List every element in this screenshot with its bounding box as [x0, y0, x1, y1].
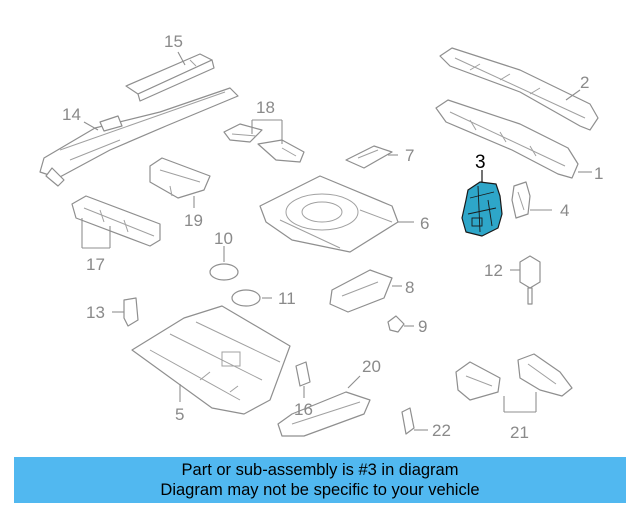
- callout-2: 2: [580, 73, 589, 92]
- banner-line-2: Diagram may not be specific to your vehi…: [160, 481, 480, 499]
- callout-22: 22: [432, 421, 451, 440]
- part-16: [295, 361, 311, 398]
- callout-1: 1: [594, 164, 603, 183]
- part-1: [435, 99, 592, 179]
- callout-13: 13: [86, 303, 105, 322]
- callout-10: 10: [214, 229, 233, 248]
- callout-18: 18: [256, 98, 275, 117]
- banner-line-1: Part or sub-assembly is #3 in diagram: [181, 461, 459, 479]
- callout-21: 21: [510, 423, 529, 442]
- part-20: [277, 375, 371, 437]
- part-15: [125, 51, 215, 102]
- part-19: [149, 157, 211, 208]
- part-21: [455, 353, 573, 413]
- part-14: [39, 87, 239, 187]
- callout-5: 5: [175, 405, 184, 424]
- callout-14: 14: [62, 105, 81, 124]
- callout-4: 4: [560, 201, 569, 220]
- part-8: [329, 269, 402, 313]
- part-9: [387, 315, 414, 333]
- part-6: [259, 175, 414, 253]
- callout-16: 16: [294, 400, 313, 419]
- callout-8: 8: [405, 278, 414, 297]
- part-5: [131, 305, 291, 415]
- callout-15: 15: [164, 32, 183, 51]
- callout-19: 19: [184, 211, 203, 230]
- part-22: [401, 407, 428, 435]
- part-17: [71, 195, 161, 249]
- callout-6: 6: [420, 214, 429, 233]
- callout-20: 20: [362, 357, 381, 376]
- part-13: [112, 297, 139, 327]
- part-12: [510, 255, 541, 305]
- parts-diagram: 1 2 3 4 5 6 7 8 9 10 11 12 13 14 15 16 1…: [39, 32, 603, 442]
- callout-3: 3: [475, 152, 486, 173]
- callout-17: 17: [86, 255, 105, 274]
- part-4: [511, 181, 552, 219]
- part-10: [209, 246, 239, 281]
- part-3-highlighted[interactable]: [461, 170, 503, 237]
- callout-12: 12: [484, 261, 503, 280]
- part-7: [345, 145, 398, 169]
- callout-7: 7: [405, 146, 414, 165]
- part-11: [231, 289, 272, 307]
- callout-11: 11: [278, 289, 296, 308]
- callout-9: 9: [418, 317, 427, 336]
- part-18: [223, 119, 305, 163]
- info-banner: Part or sub-assembly is #3 in diagram Di…: [14, 457, 626, 503]
- part-2: [439, 47, 599, 131]
